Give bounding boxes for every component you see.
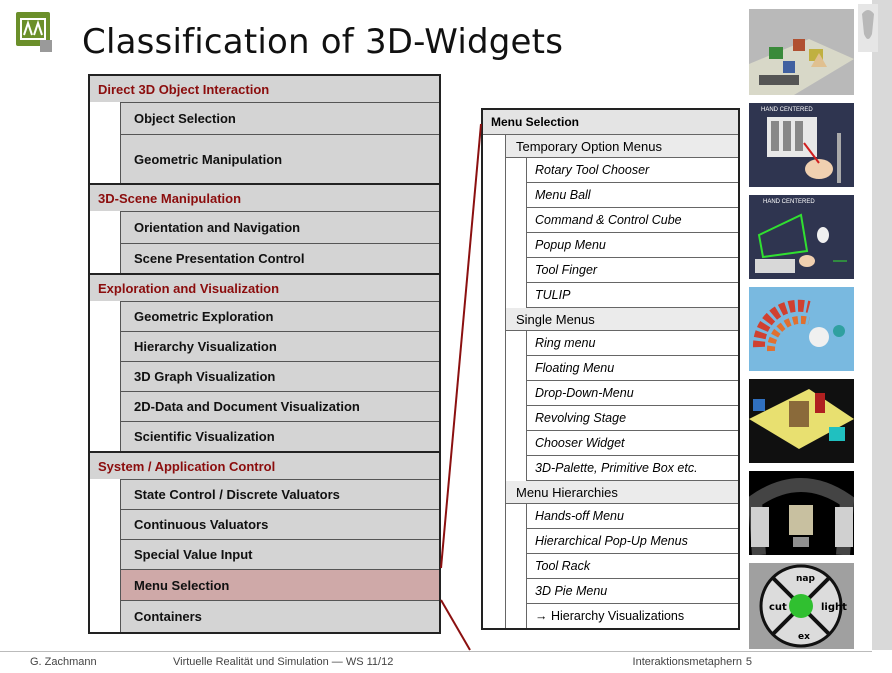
menu-item: Command & Control Cube (526, 208, 738, 233)
menu-item: Hierarchical Pop-Up Menus (526, 529, 738, 554)
menu-item: Popup Menu (526, 233, 738, 258)
menu-group-label: Single Menus (506, 308, 738, 331)
menu-item: Hands-off Menu (526, 504, 738, 529)
classification-item: Hierarchy Visualization (120, 331, 439, 361)
footer-course: Virtuelle Realität und Simulation — WS 1… (173, 656, 394, 668)
classification-item: Scientific Visualization (120, 421, 439, 451)
classification-item: Orientation and Navigation (120, 211, 439, 243)
classification-heading: Exploration and Visualization (90, 275, 439, 301)
menu-item: Rotary Tool Chooser (526, 158, 738, 183)
footer: G. Zachmann Virtuelle Realität und Simul… (0, 651, 872, 673)
menu-item: Tool Finger (526, 258, 738, 283)
connector-line-top (440, 123, 482, 569)
hand-centered-cube-image: HAND CENTERED (749, 195, 854, 279)
pie-label-ex: ex (798, 632, 810, 642)
classification-heading: System / Application Control (90, 453, 439, 479)
pie-label-nap: nap (796, 574, 815, 584)
menu-item: 3D-Palette, Primitive Box etc. (526, 456, 738, 481)
menu-item: Floating Menu (526, 356, 738, 381)
menu-group-label: Temporary Option Menus (506, 135, 738, 158)
pie-menu-image: cut light nap ex (749, 563, 854, 649)
tool-rack-image (749, 471, 854, 555)
classification-item: State Control / Discrete Valuators (120, 479, 439, 509)
footer-topic: Interaktionsmetaphern (632, 656, 742, 668)
logo-square (40, 40, 52, 52)
classification-item: 2D-Data and Document Visualization (120, 391, 439, 421)
classification-item: Object Selection (120, 102, 439, 134)
menu-group-label: Menu Hierarchies (506, 481, 738, 504)
image-label: HAND CENTERED (763, 199, 815, 205)
hand-centered-menu-image: HAND CENTERED (749, 103, 854, 187)
classification-item: Continuous Valuators (120, 509, 439, 539)
classification-item: Geometric Manipulation (120, 134, 439, 183)
classification-item: Menu Selection (120, 569, 439, 600)
menu-item: TULIP (526, 283, 738, 308)
menu-item: → Hierarchy Visualizations (526, 604, 738, 628)
corner-portrait-icon (858, 4, 878, 52)
menu-selection-heading: Menu Selection (483, 110, 738, 135)
footer-page: 5 (745, 656, 752, 668)
menu-item: 3D Pie Menu (526, 579, 738, 604)
widget-scene-image (749, 9, 854, 95)
menu-item: Revolving Stage (526, 406, 738, 431)
page-title: Classification of 3D-Widgets (82, 22, 564, 62)
classification-item: 3D Graph Visualization (120, 361, 439, 391)
classification-heading: 3D-Scene Manipulation (90, 185, 439, 211)
right-margin-bar (872, 0, 892, 650)
pie-label-cut: cut (769, 602, 787, 613)
ring-menu-image (749, 287, 854, 371)
revolving-stage-image (749, 379, 854, 463)
footer-author: G. Zachmann (30, 656, 97, 668)
connector-line-bottom (440, 599, 471, 651)
classification-item: Scene Presentation Control (120, 243, 439, 273)
classification-item: Containers (120, 600, 439, 632)
image-label: HAND CENTERED (761, 107, 813, 113)
menu-item: Menu Ball (526, 183, 738, 208)
menu-item: Ring menu (526, 331, 738, 356)
classification-item: Special Value Input (120, 539, 439, 569)
menu-item: Tool Rack (526, 554, 738, 579)
classification-item: Geometric Exploration (120, 301, 439, 331)
classification-heading: Direct 3D Object Interaction (90, 76, 439, 102)
pie-label-light: light (821, 602, 847, 613)
menu-item: Drop-Down-Menu (526, 381, 738, 406)
menu-item: Chooser Widget (526, 431, 738, 456)
